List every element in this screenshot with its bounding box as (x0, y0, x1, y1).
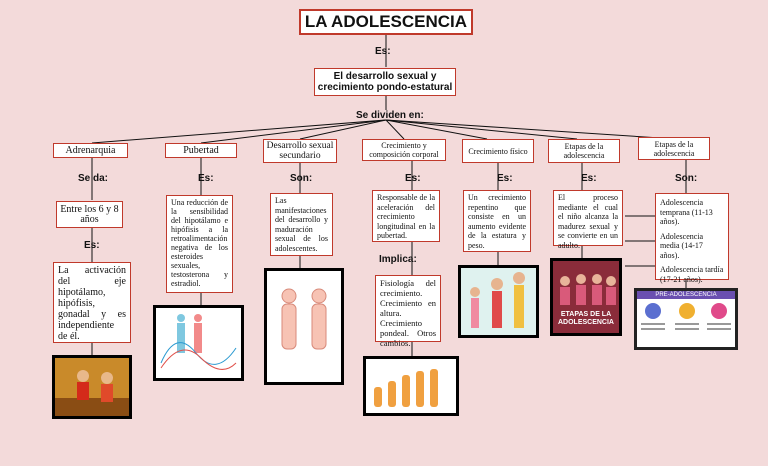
node-etapas-list-connector: Son: (675, 173, 698, 184)
node-crecimiento-fisico-header: Crecimiento físico (462, 139, 534, 163)
etapa-item: Adolescencia media (14-17 años). (660, 231, 704, 260)
node-etapas-connector: Es: (581, 173, 597, 184)
page-title: LA ADOLESCENCIA (299, 9, 473, 35)
node-desarrollo-connector: Son: (290, 173, 313, 184)
etapas-image-text: ETAPAS DE LA ADOLESCENCIA (557, 311, 614, 326)
node-crecimiento-fisico-desc: Un crecimiento repentino que consiste en… (463, 190, 531, 252)
etapas-image: ETAPAS DE LA ADOLESCENCIA (550, 258, 622, 336)
growth-stages-image (363, 356, 459, 416)
etapa-item: Adolescencia temprana (11-13 años). (660, 198, 713, 226)
kids-running-image (52, 355, 132, 419)
node-crecimiento-comp-desc2: Fisiología del crecimiento. Crecimiento … (375, 275, 441, 348)
body-diagram-image (264, 268, 344, 385)
node-etapas-header: Etapas de la adolescencia (548, 139, 620, 163)
node-etapas-desc: El proceso mediante el cual el niño alca… (553, 190, 623, 250)
node-adrenarquia-desc2: La activación del eje hipotálamo, hipófi… (53, 262, 131, 343)
node-pubertad-header: Pubertad (165, 143, 237, 158)
node-adrenarquia-header: Adrenarquia (53, 143, 128, 158)
node-desarrollo-desc: Las manifestaciones del desarrollo y mad… (270, 193, 333, 256)
node-pubertad-desc: Una reducción de la sensibilidad del hip… (166, 195, 233, 293)
definition-box: El desarrollo sexual y crecimiento pondo… (314, 68, 456, 96)
node-pubertad-connector: Es: (198, 173, 214, 184)
node-crecimiento-fisico-connector: Es: (497, 173, 513, 184)
es-top-label: Es: (375, 46, 391, 57)
growth-kids-image (458, 265, 539, 338)
pre-adolescencia-image: PRE-ADOLESCENCIA (634, 288, 738, 350)
node-etapas-list-box: Adolescencia temprana (11-13 años). Adol… (655, 193, 729, 284)
hormone-chart-image (153, 305, 244, 381)
node-adrenarquia-connector: Se da: (78, 173, 109, 184)
node-desarrollo-header: Desarrollo sexual secundario (263, 139, 337, 163)
etapa-item: Adolescencia tardía (17-21 años). (660, 265, 724, 284)
se-dividen-label: Se dividen en: (356, 110, 424, 121)
node-crecimiento-comp-connector2: Implica: (379, 254, 417, 265)
pre-adolescencia-banner: PRE-ADOLESCENCIA (637, 291, 735, 299)
node-crecimiento-comp-desc: Responsable de la aceleración del crecim… (372, 190, 440, 242)
node-adrenarquia-desc: Entre los 6 y 8 años (56, 201, 123, 228)
node-crecimiento-comp-header: Crecimiento y composición corporal (362, 139, 446, 161)
node-adrenarquia-connector2: Es: (84, 240, 100, 251)
node-etapas-list-header: Etapas de la adolescencia (638, 137, 710, 160)
node-crecimiento-comp-connector: Es: (405, 173, 421, 184)
